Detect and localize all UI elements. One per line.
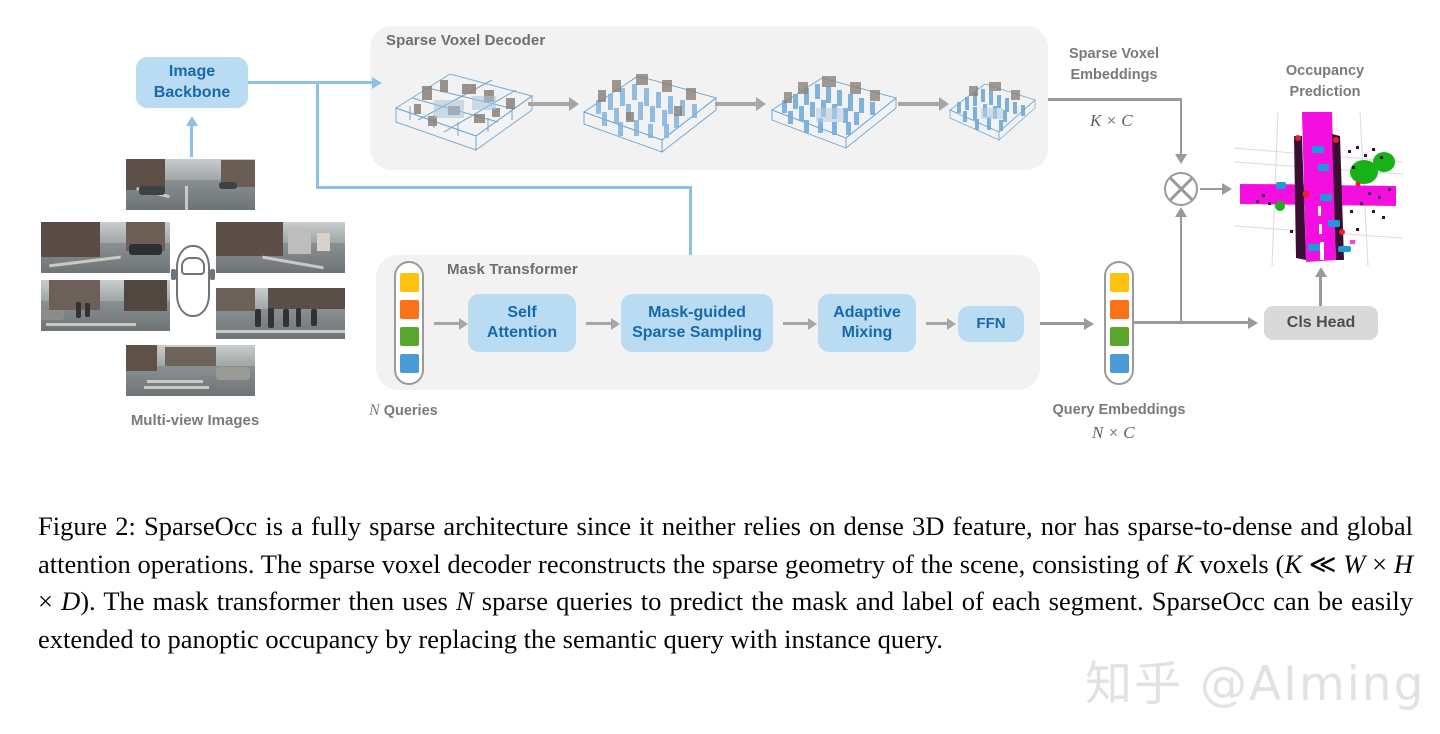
voxel-embeddings-horizontal-line <box>1048 98 1182 101</box>
occupancy-prediction-label: Occupancy Prediction <box>1285 63 1365 101</box>
voxel-arrow-1 <box>528 97 579 111</box>
caption-number: Figure 2: <box>38 511 136 541</box>
caption-op-much-less: ≪ <box>1302 548 1344 579</box>
caption-k1: K <box>1175 548 1193 579</box>
figure-caption: Figure 2: SparseOcc is a fully sparse ar… <box>38 508 1413 658</box>
camera-thumb-back-right <box>216 288 345 339</box>
caption-times-1: × <box>1365 548 1394 579</box>
voxel-arrow-3 <box>898 97 949 111</box>
backbone-to-decoder-arrowhead <box>372 76 382 89</box>
query-chip-4 <box>399 354 419 373</box>
caption-n: N <box>455 586 474 616</box>
backbone-branch-vertical <box>316 82 319 187</box>
camera-thumb-back-left <box>41 280 170 331</box>
query-chip-3 <box>399 327 419 346</box>
query-embeddings-branch-horizontal <box>1134 321 1182 324</box>
voxel-stage-3 <box>766 56 902 152</box>
n-queries-text: Queries <box>383 403 438 419</box>
caption-seg4: sparse queries to predict the mask and l… <box>38 586 1413 654</box>
sparse-voxel-embeddings-label: Sparse Voxel Embeddings <box>1068 46 1159 84</box>
images-to-backbone-line <box>190 125 193 157</box>
voxel-stage-4 <box>945 62 1039 144</box>
caption-k2: K <box>1284 548 1303 579</box>
camera-thumb-back <box>126 345 255 396</box>
ffn-to-query-embeddings-arrowhead <box>1084 317 1094 330</box>
adaptive-mixing-module[interactable]: Adaptive Mixing <box>818 294 916 352</box>
sparse-voxel-dim: K × C <box>1090 111 1133 130</box>
caption-h: H <box>1393 548 1413 579</box>
multiply-to-occupancy-arrowhead <box>1222 183 1232 195</box>
branch-to-sampling-vertical <box>689 186 692 271</box>
sparse-voxel-decoder-title: Sparse Voxel Decoder <box>386 32 546 49</box>
camera-thumb-front <box>126 159 255 210</box>
multiply-to-occupancy-line <box>1200 187 1228 190</box>
n-queries-symbol: N <box>369 402 380 419</box>
ffn-module[interactable]: FFN <box>958 306 1024 342</box>
caption-d: D <box>61 586 81 616</box>
query-embedding-chip-3 <box>1109 327 1129 346</box>
architecture-figure: Sparse Voxel Decoder <box>41 26 1404 442</box>
mask-guided-sparse-sampling-module[interactable]: Mask-guided Sparse Sampling <box>621 294 773 352</box>
query-embeddings-branch-vertical <box>1179 216 1182 323</box>
self-attention-module[interactable]: Self Attention <box>468 294 576 352</box>
caption-line1: SparseOcc is a fully sparse architecture… <box>38 511 1413 579</box>
voxel-stage-1 <box>388 56 538 152</box>
query-chip-2 <box>399 300 419 319</box>
cls-head-to-occupancy-arrowhead <box>1314 267 1327 277</box>
caption-seg3: ). The mask transformer then uses <box>80 586 456 616</box>
caption-seg2: voxels ( <box>1192 548 1285 579</box>
voxel-stage-2 <box>578 54 722 154</box>
query-to-multiply-arrowhead <box>1175 207 1187 217</box>
image-backbone-module[interactable]: Image Backbone <box>136 57 248 108</box>
element-wise-multiply-node <box>1164 172 1198 206</box>
sampling-to-mixing-arrow <box>783 317 817 330</box>
ffn-to-query-embeddings-line <box>1040 322 1090 325</box>
voxel-embeddings-arrowhead <box>1175 154 1187 164</box>
mask-transformer-title: Mask Transformer <box>447 261 578 278</box>
backbone-branch-horizontal <box>316 186 692 189</box>
backbone-to-decoder-line <box>248 81 378 84</box>
query-to-cls-head-arrowhead <box>1248 316 1258 329</box>
ego-vehicle-icon <box>171 245 215 317</box>
camera-thumb-front-right <box>216 222 345 273</box>
query-embeddings-stack <box>1104 261 1134 385</box>
self-attention-to-sampling-arrow <box>586 317 620 330</box>
images-to-backbone-arrowhead <box>185 116 198 126</box>
camera-thumb-front-left <box>41 222 170 273</box>
query-embedding-chip-4 <box>1109 354 1129 373</box>
voxel-embeddings-vertical-line <box>1179 98 1182 156</box>
query-embeddings-label: Query Embeddings <box>1052 402 1186 418</box>
cls-head-to-occupancy-line <box>1319 276 1322 306</box>
query-embedding-chip-1 <box>1109 273 1129 292</box>
query-embeddings-dim: N × C <box>1092 423 1135 442</box>
n-queries-stack <box>394 261 424 385</box>
query-to-cls-head-line <box>1182 321 1252 324</box>
multi-view-images-label: Multi-view Images <box>130 412 260 429</box>
caption-times-2: × <box>38 586 62 616</box>
voxel-arrow-2 <box>715 97 766 111</box>
query-embedding-chip-2 <box>1109 300 1129 319</box>
query-chip-1 <box>399 273 419 292</box>
caption-w: W <box>1343 548 1366 579</box>
occupancy-prediction-image <box>1232 110 1404 268</box>
mixing-to-ffn-arrow <box>926 317 956 330</box>
queries-to-self-attention-arrow <box>434 317 468 330</box>
cls-head-module[interactable]: Cls Head <box>1264 306 1378 340</box>
n-queries-label: N Queries <box>369 402 438 420</box>
